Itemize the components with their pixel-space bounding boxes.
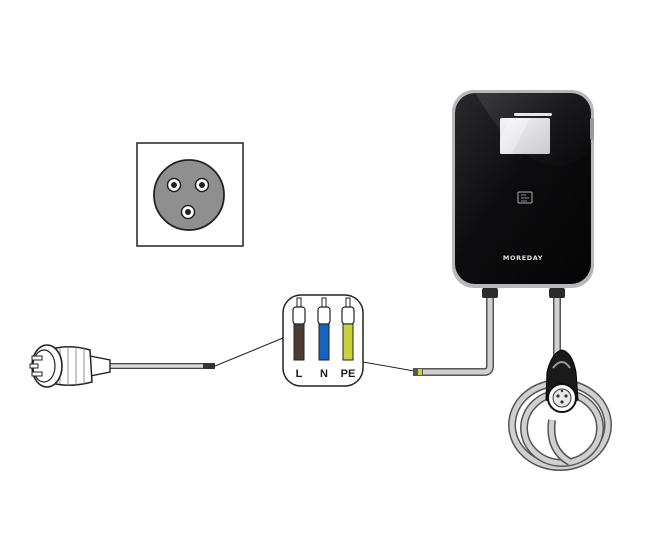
wallbox-charger: MOREDAY <box>452 90 594 288</box>
wire-label: L <box>296 368 303 380</box>
wire-label: N <box>320 368 328 380</box>
charger-display <box>500 118 550 154</box>
wire-l: L <box>292 297 306 380</box>
wire-ferrule-sleeve <box>317 306 331 325</box>
charger-brand-label: MOREDAY <box>503 254 543 262</box>
wiring-callout: L N PE <box>282 294 364 387</box>
ev-charging-connector-icon <box>545 349 579 413</box>
input-cable <box>413 288 498 376</box>
wire-n: N <box>317 297 331 380</box>
wire-insulation <box>318 323 330 361</box>
status-light-bar <box>514 113 552 116</box>
wire-label: PE <box>341 368 356 380</box>
three-pin-socket-icon <box>153 159 225 231</box>
rfid-card-icon <box>517 191 533 204</box>
wire-ferrule-sleeve <box>341 306 355 325</box>
wire-ferrule-sleeve <box>292 306 306 325</box>
wire-insulation <box>342 323 354 361</box>
industrial-plug-icon <box>29 344 215 388</box>
wire-insulation <box>293 323 305 361</box>
wall-socket <box>136 142 244 247</box>
wire-pe: PE <box>341 297 356 380</box>
